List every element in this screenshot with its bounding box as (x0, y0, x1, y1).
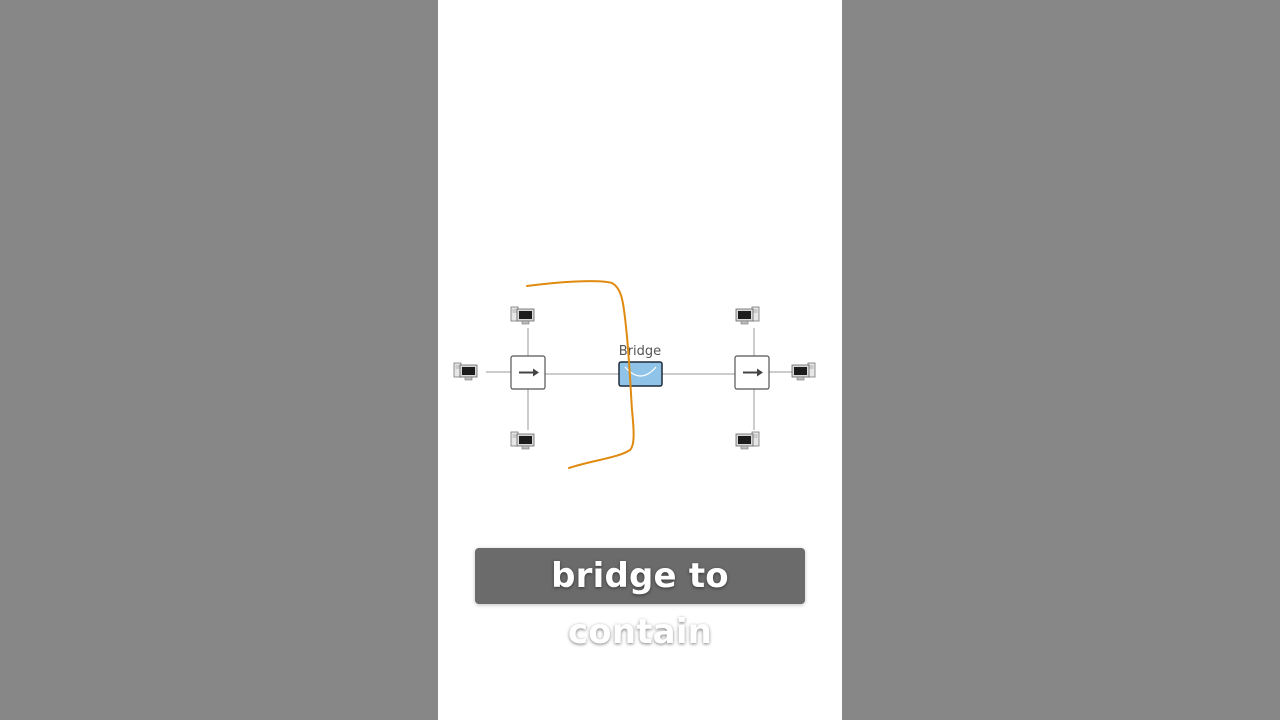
video-frame: Bridge bridge to contain (438, 0, 842, 720)
left-letterbox (0, 0, 438, 720)
computer-right-bottom (735, 431, 760, 450)
switch-left (510, 355, 546, 390)
annotation-stroke (526, 280, 635, 469)
computer-left-bottom (510, 431, 535, 450)
switch-right (734, 355, 770, 390)
bridge-node: Bridge (618, 344, 663, 387)
right-letterbox (842, 0, 1280, 720)
bridge-icon (618, 361, 663, 387)
network-diagram: Bridge (453, 280, 816, 469)
network-links (486, 328, 794, 430)
desktop-computer-icon (791, 362, 816, 381)
desktop-computer-icon (510, 431, 535, 450)
computer-left-left (453, 362, 478, 381)
desktop-computer-icon (735, 431, 760, 450)
desktop-computer-icon (510, 306, 535, 325)
caption-subtitle: bridge to contain (475, 548, 805, 652)
desktop-computer-icon (735, 306, 760, 325)
arrow-right-icon (743, 368, 763, 377)
arrow-right-icon (519, 368, 539, 377)
computer-right-top (735, 306, 760, 325)
computer-right-right (791, 362, 816, 381)
computer-left-top (510, 306, 535, 325)
bridge-label: Bridge (619, 344, 661, 359)
desktop-computer-icon (453, 362, 478, 381)
